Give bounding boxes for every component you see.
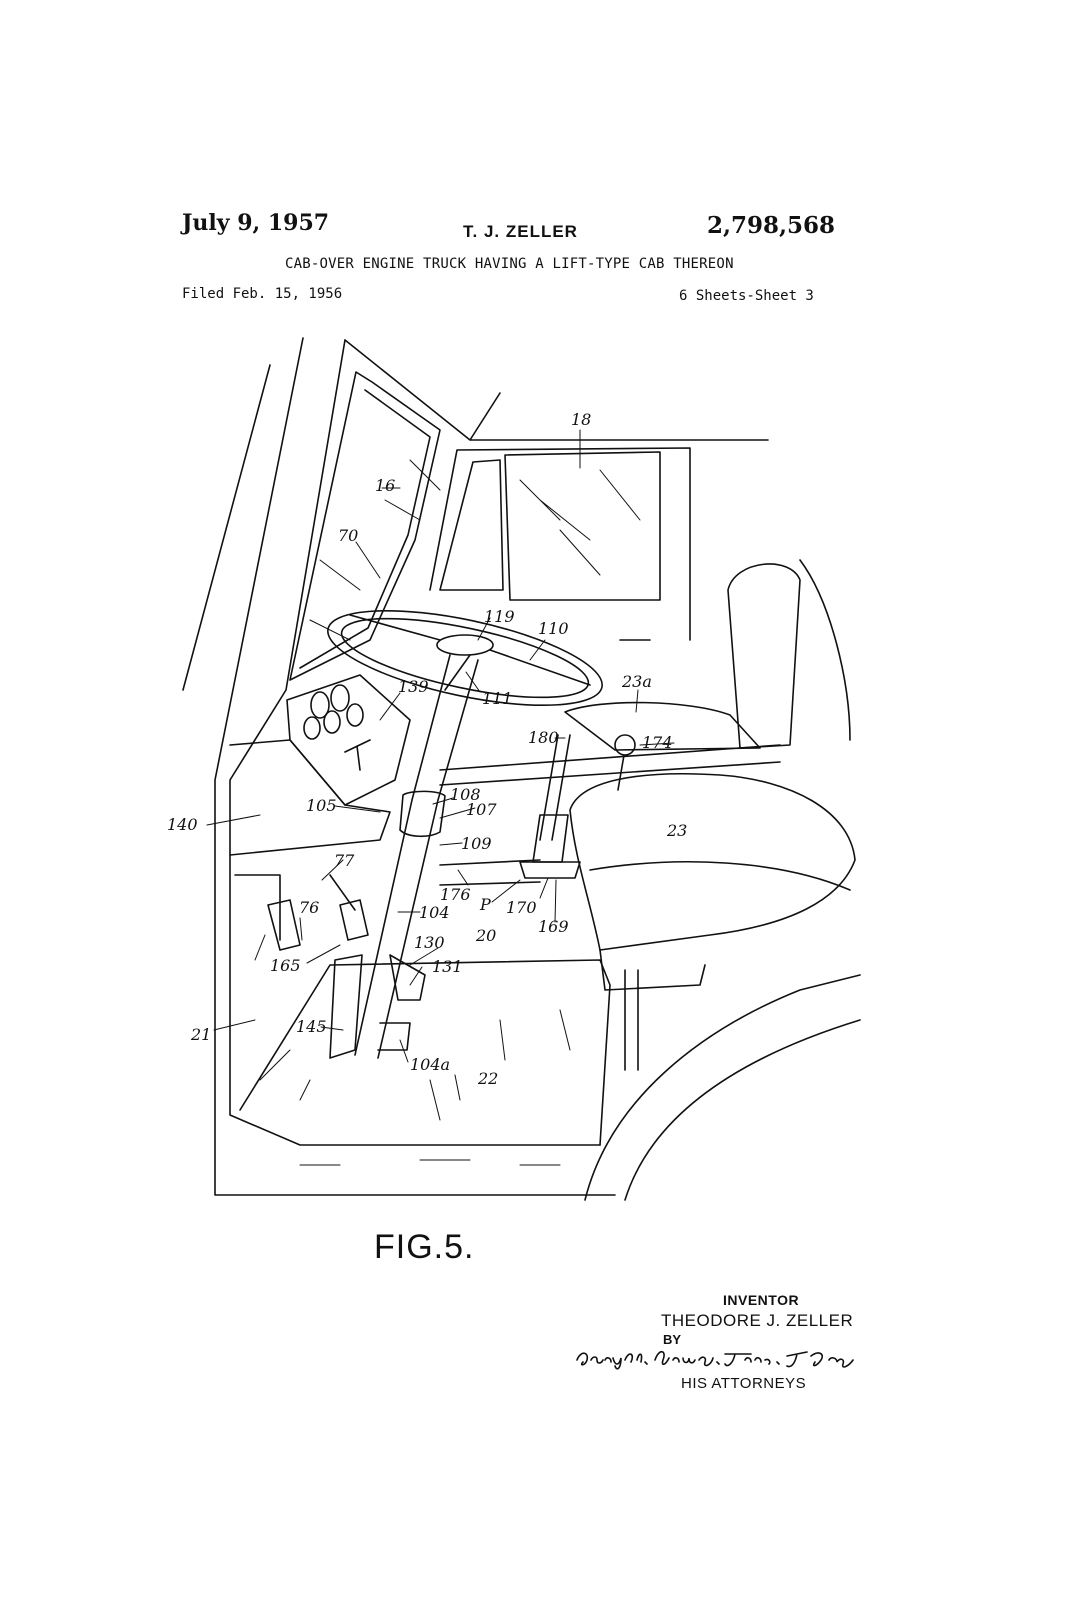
seat-back: [727, 563, 801, 749]
windshield-inner: [299, 389, 431, 669]
ref-numeral: 139: [398, 677, 429, 696]
filed-date: Filed Feb. 15, 1956: [182, 286, 343, 302]
door-window-glass: [504, 451, 661, 601]
shift-knob-174: [614, 734, 636, 756]
ref-numeral: 180: [528, 728, 559, 747]
seat-leg: [624, 969, 639, 1071]
ref-numeral: 104a: [410, 1055, 450, 1074]
pedal-77: [339, 899, 369, 941]
instrument-knob: [344, 739, 371, 771]
column-floor-plate: [377, 1022, 411, 1051]
ref-numeral: 107: [466, 800, 497, 819]
cab-inner-frame: [229, 339, 601, 1146]
ref-numeral: 23a: [621, 672, 652, 691]
inventor-short-name: T. J. ZELLER: [463, 222, 578, 241]
inventor-name: THEODORE J. ZELLER: [661, 1311, 854, 1330]
ref-numeral: 105: [306, 796, 337, 815]
seat-cushion-23: [569, 772, 856, 951]
ref-numeral: 145: [296, 1017, 327, 1036]
ref-numeral: 131: [432, 957, 463, 976]
dashboard-lower: [229, 739, 391, 856]
seat-back-cushion-23a: [564, 701, 761, 751]
sheet-count: 6 Sheets-Sheet 3: [679, 288, 814, 304]
ref-numeral: 16: [375, 476, 395, 495]
ref-numeral: 104: [419, 903, 450, 922]
ref-numeral: 119: [484, 607, 515, 626]
patent-date: July 9, 1957: [182, 210, 330, 236]
floor-panel: [239, 959, 611, 1146]
steering-column: [354, 654, 479, 1059]
pedal-130: [389, 954, 426, 1001]
ref-numeral: 169: [538, 917, 569, 936]
ref-numeral: 108: [450, 785, 481, 804]
steering-wheel-hub: [436, 634, 494, 656]
seat-base: [599, 949, 706, 991]
figure-label: FIG.5.: [374, 1228, 475, 1266]
ref-numeral: 165: [270, 956, 301, 975]
column-bracket: [399, 790, 446, 838]
ref-numeral: 176: [440, 885, 471, 904]
ref-numeral: 77: [334, 851, 355, 870]
wheel-housing-outer: [584, 974, 861, 1201]
inventor-label: INVENTOR: [723, 1292, 800, 1308]
vent-window-glass: [439, 459, 504, 591]
floor-crossmember: [439, 859, 541, 886]
roof-line: [344, 339, 769, 441]
wheel-housing-inner: [624, 1019, 861, 1201]
by-label: BY: [663, 1332, 682, 1347]
ref-numeral: 174: [642, 733, 673, 752]
steering-wheel-spokes: [349, 614, 591, 691]
ref-numeral: 110: [538, 619, 569, 638]
ref-numeral: P: [479, 895, 491, 914]
ref-numeral: 130: [414, 933, 445, 952]
shift-lever-rod: [539, 734, 571, 841]
shift-boot: [519, 861, 581, 879]
ref-numeral: 76: [299, 898, 319, 917]
cab-outer-frame: [214, 337, 616, 1196]
windshield-glass: [289, 371, 441, 681]
ref-numeral: 140: [167, 815, 198, 834]
ref-numeral: 109: [461, 834, 492, 853]
pedal-arms: [234, 874, 356, 941]
shift-lever-base: [532, 814, 569, 863]
ref-numeral: 21: [190, 1025, 211, 1044]
pedal-76: [267, 899, 301, 951]
patent-number: 2,798,568: [707, 212, 836, 239]
attorney-signature: [576, 1350, 854, 1370]
ref-numeral: 111: [482, 689, 513, 708]
ref-numeral: 20: [475, 926, 496, 945]
ref-numeral: 70: [338, 526, 358, 545]
steering-wheel-rim: [327, 609, 603, 707]
ref-numeral: 23: [666, 821, 687, 840]
patent-title: CAB-OVER ENGINE TRUCK HAVING A LIFT-TYPE…: [285, 256, 734, 272]
ref-numeral: 18: [571, 410, 591, 429]
windshield-pillar-outer: [182, 364, 271, 691]
attorneys-label: HIS ATTORNEYS: [681, 1375, 807, 1392]
pedal-145: [329, 954, 363, 1059]
rear-cab-wall: [439, 744, 781, 786]
ref-numeral: 170: [506, 898, 537, 917]
ref-numeral: 22: [477, 1069, 498, 1088]
door-frame: [429, 447, 691, 641]
